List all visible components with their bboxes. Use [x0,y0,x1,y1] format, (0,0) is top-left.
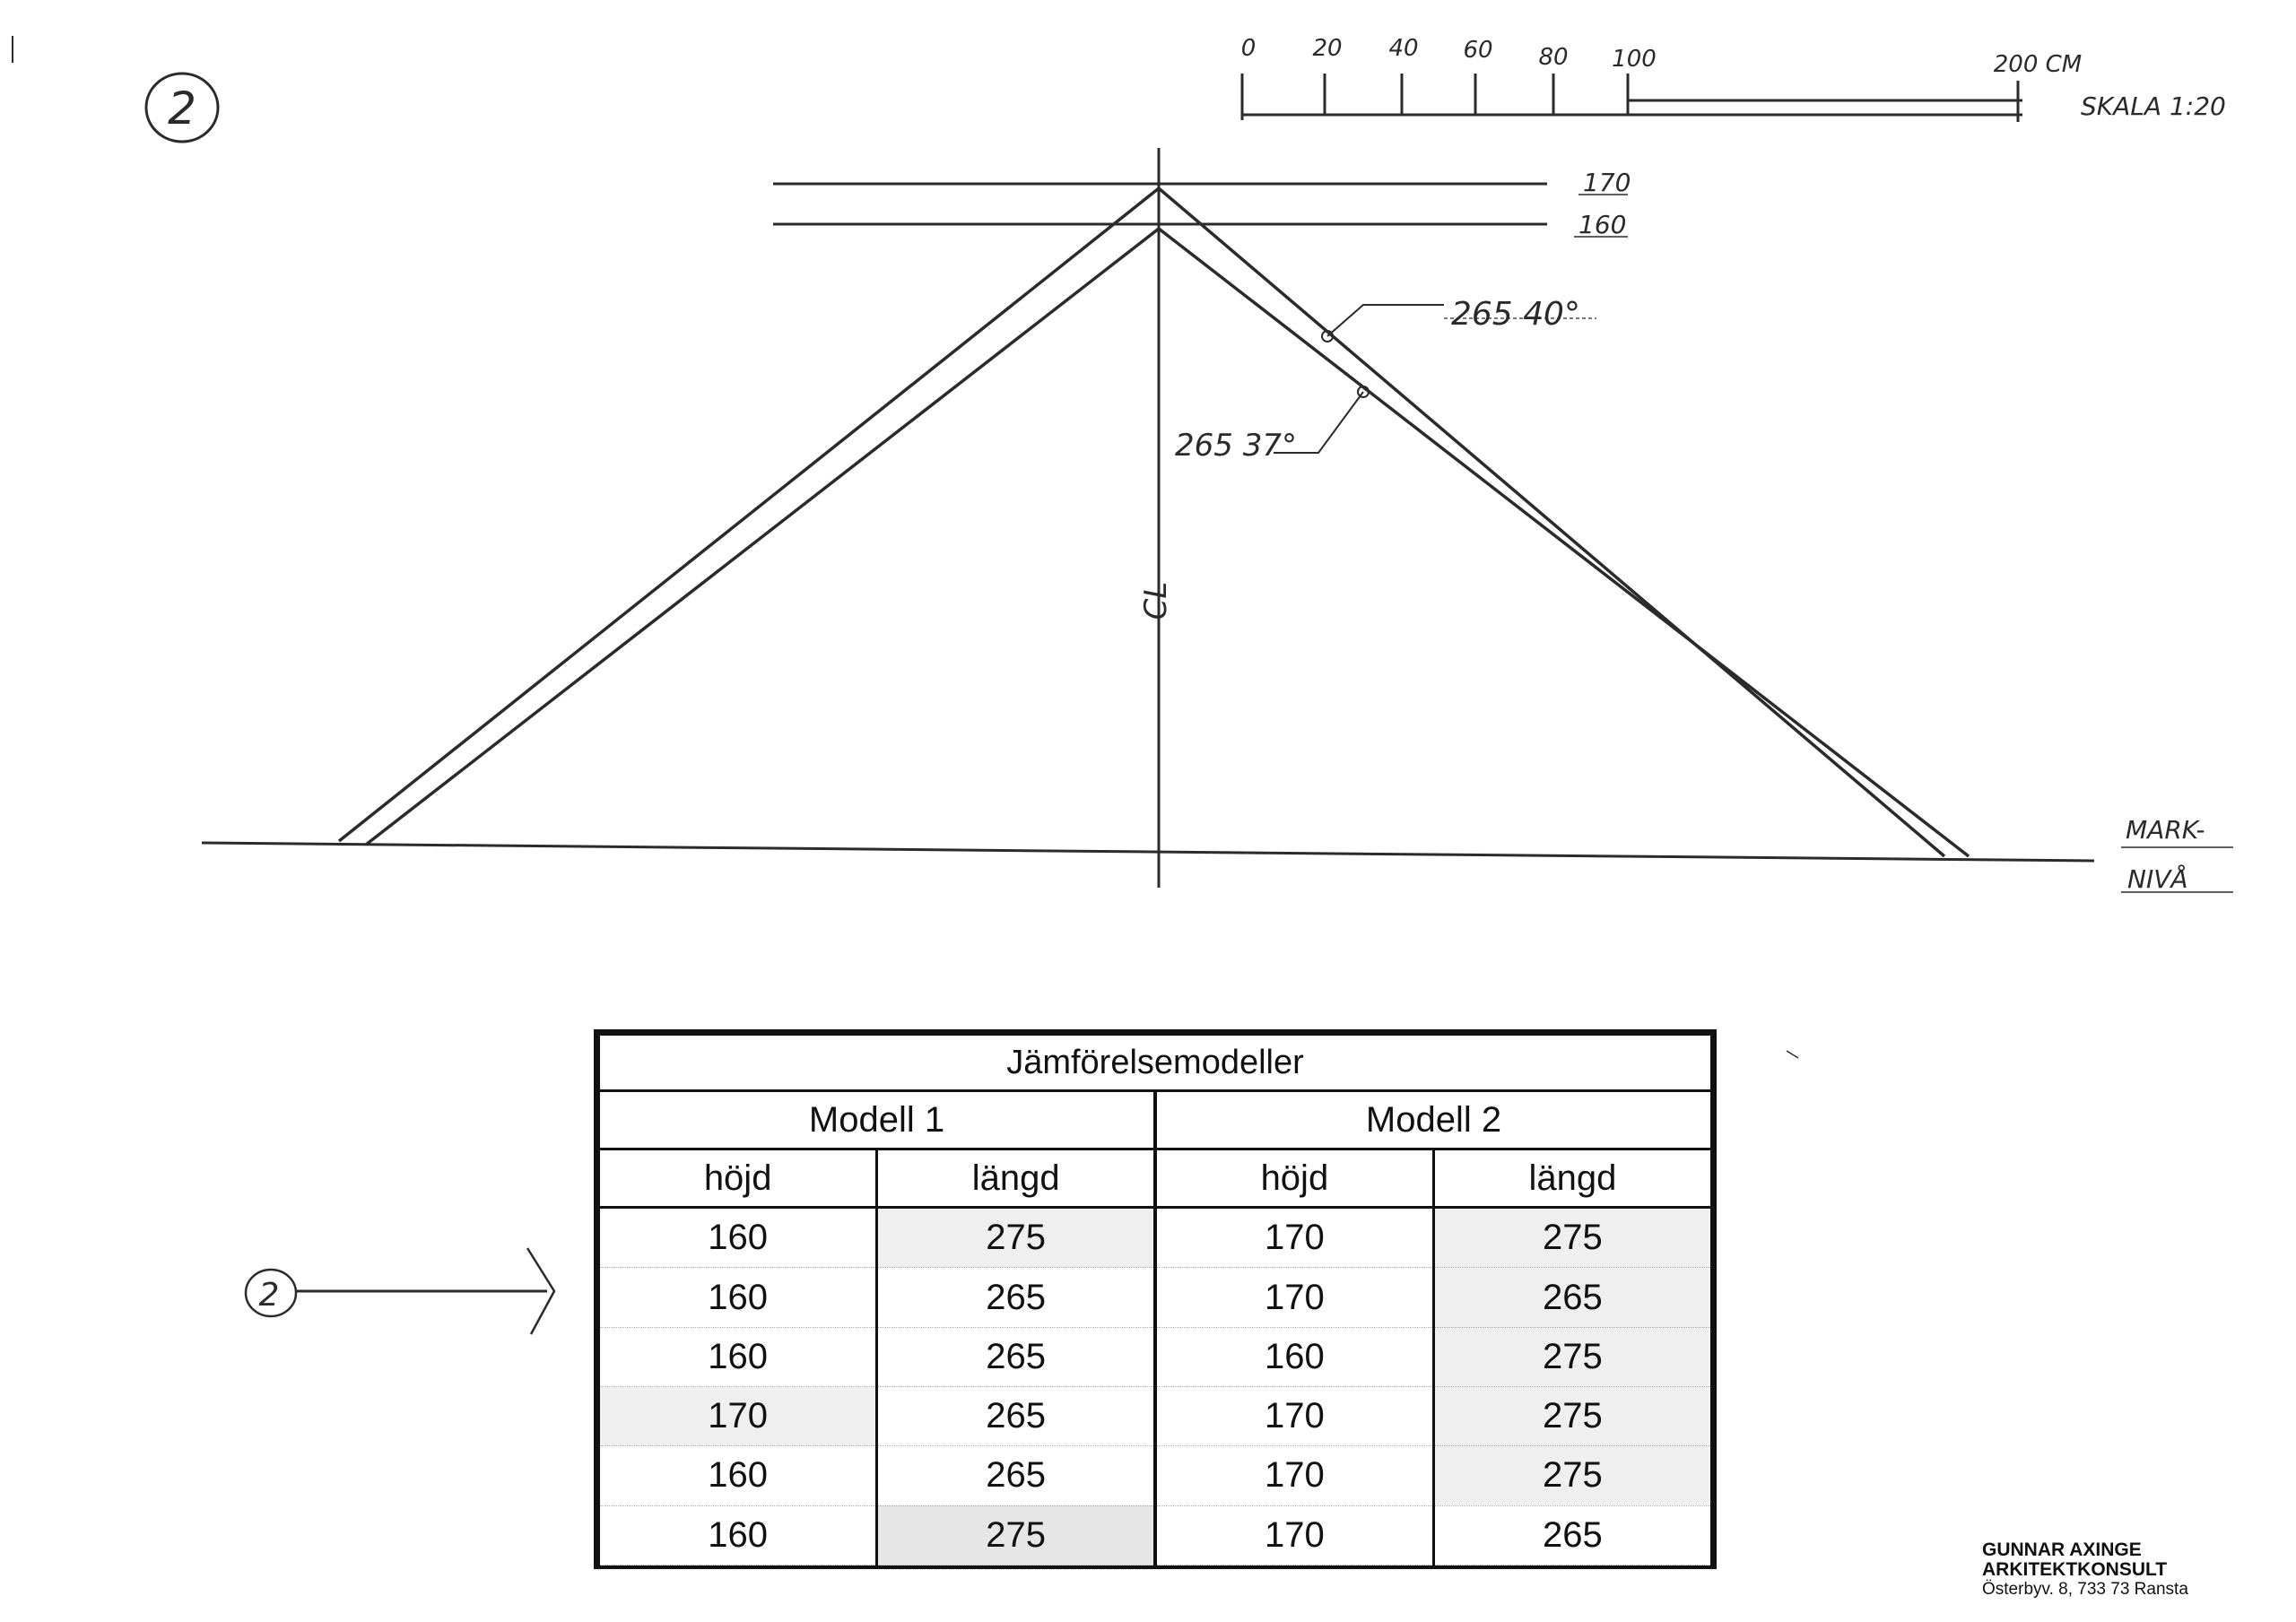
cell-m2-hojd: 170 [1153,1206,1435,1269]
model-1-header: Modell 1 [597,1089,1157,1150]
cell-m1-hojd: 160 [596,1267,879,1328]
col-header-langd-1: längd [875,1148,1158,1209]
cell-m1-langd: 265 [875,1326,1158,1388]
firm-title: ARKITEKTKONSULT [1982,1559,2168,1580]
table-row: 160 275 170 275 [596,1206,1714,1269]
sheet-number-marker: 2 [144,72,220,143]
cell-m1-hojd: 160 [596,1326,879,1388]
cell-m2-langd: 275 [1431,1326,1714,1388]
scale-ratio: SKALA 1:20 [2081,91,2226,121]
cell-m2-langd: 275 [1431,1385,1714,1447]
cell-m1-langd: 275 [875,1505,1158,1566]
table-title: Jämförelsemodeller [597,1033,1713,1092]
scale-label-100: 100 [1612,46,1657,73]
scale-bar: 0 20 40 60 80 100 200 CM SKALA 1:20 [1240,35,2226,122]
table-row: 170 265 170 275 [596,1385,1714,1447]
scale-label-200: 200 CM [1994,51,2082,78]
sheet-number: 2 [168,82,196,134]
roof-profile-outer [337,186,1946,858]
scale-label-0: 0 [1241,35,1257,62]
col-header-hojd-2: höjd [1153,1148,1435,1209]
level-label-low: 160 [1578,210,1626,239]
annotation-outer-text: 265 40° [1451,296,1580,333]
table-row: 160 275 170 265 [596,1505,1714,1566]
centerline-label: CL [1138,582,1174,620]
ground-label-2: NIVÅ [2127,863,2188,894]
table-row: 160 265 160 275 [596,1326,1714,1388]
cell-m1-hojd: 160 [596,1445,879,1506]
model-2-header: Modell 2 [1153,1089,1713,1150]
cell-m1-langd: 265 [875,1445,1158,1506]
cell-m1-langd: 265 [875,1267,1158,1328]
callout-ref: 2 [259,1277,280,1314]
scale-label-80: 80 [1538,44,1568,71]
cell-m2-hojd: 170 [1153,1505,1435,1566]
ground-line [201,841,2095,863]
annotation-inner-text: 265 37° [1175,428,1297,464]
roof-profile-inner [364,226,1970,858]
col-header-hojd-1: höjd [596,1148,879,1209]
cell-m1-hojd: 160 [596,1505,879,1566]
cell-m2-langd: 265 [1431,1505,1714,1566]
comparison-table-grid: Jämförelsemodeller Modell 1 Modell 2 höj… [596,1033,1714,1566]
cell-m2-hojd: 170 [1153,1445,1435,1506]
scale-label-60: 60 [1463,37,1492,64]
firm-stamp: GUNNAR AXINGE ARKITEKTKONSULT Österbyv. … [1982,1540,2278,1600]
callout-to-table: 2 [244,1247,556,1335]
cell-m2-langd: 275 [1431,1206,1714,1269]
stray-mark [1786,1050,1799,1059]
cell-m2-langd: 265 [1431,1267,1714,1328]
table-row: 160 265 170 275 [596,1445,1714,1506]
cell-m2-hojd: 170 [1153,1267,1435,1328]
annotation-inner: 265 37° [1175,386,1370,464]
col-header-langd-2: längd [1431,1148,1714,1209]
cell-m2-hojd: 160 [1153,1326,1435,1388]
scale-label-40: 40 [1388,35,1418,62]
scale-label-20: 20 [1312,35,1342,62]
cell-m1-hojd: 170 [596,1385,879,1447]
table-row: 160 265 170 265 [596,1267,1714,1328]
firm-address: Österbyv. 8, 733 73 Ransta [1982,1580,2188,1599]
level-label-high: 170 [1583,168,1631,197]
cell-m1-langd: 265 [875,1385,1158,1447]
arrow-head-icon [526,1247,556,1335]
comparison-table: Jämförelsemodeller Modell 1 Modell 2 höj… [594,1029,1717,1569]
cell-m1-hojd: 160 [596,1206,879,1269]
cell-m2-langd: 275 [1431,1445,1714,1506]
ground-label-1: MARK- [2126,815,2205,845]
cell-m2-hojd: 170 [1153,1385,1435,1447]
cell-m1-langd: 275 [875,1206,1158,1269]
annotation-outer: 265 40° [1321,296,1596,343]
firm-name: GUNNAR AXINGE [1982,1540,2142,1560]
